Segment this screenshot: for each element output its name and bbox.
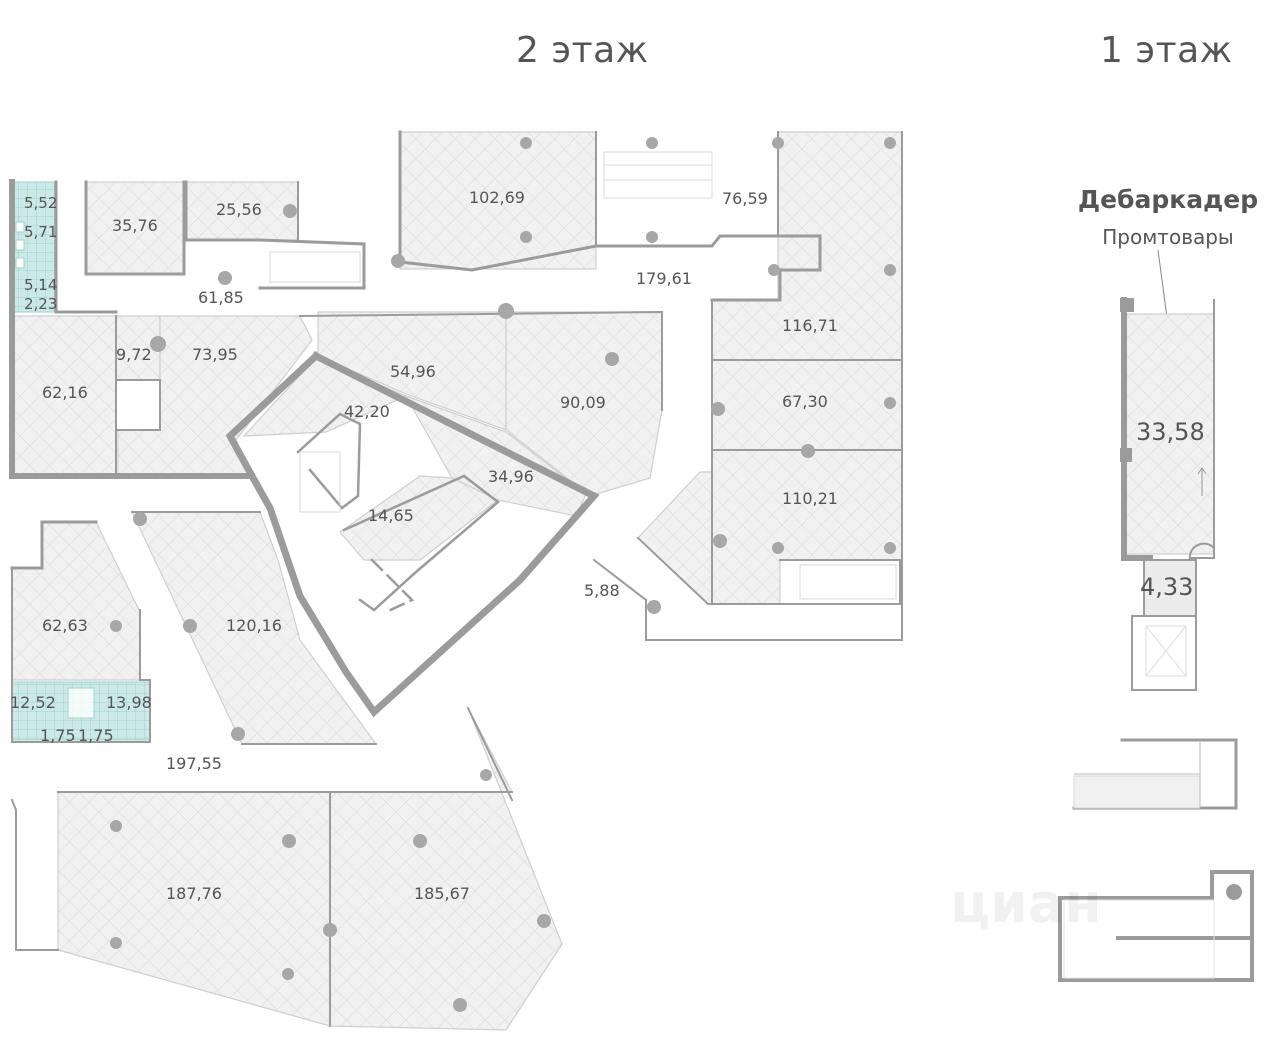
floor2-header: 2 этаж [516, 30, 649, 71]
unit-187-76[interactable] [57, 791, 331, 1027]
floor2-walls [9, 130, 903, 1027]
unit-67-30[interactable] [711, 359, 903, 451]
unit-54-96[interactable] [317, 311, 507, 431]
area-label: 25,56 [216, 200, 262, 219]
area-label: 62,63 [42, 616, 88, 635]
area-label: 54,96 [390, 362, 436, 381]
area-label: 13,98 [106, 693, 152, 712]
area-label: 12,52 [10, 693, 56, 712]
area-label: 187,76 [166, 884, 222, 903]
wc-fixtures [15, 221, 95, 719]
unit-4-33[interactable] [1143, 559, 1197, 617]
area-label: 34,96 [488, 467, 534, 486]
area-label: 42,20 [344, 402, 390, 421]
unit-102-69[interactable] [399, 131, 597, 270]
area-label: 197,55 [166, 754, 222, 773]
area-label: 179,61 [636, 269, 692, 288]
unit-title: Дебаркадер [1077, 185, 1259, 214]
area-label: 5,14 [24, 276, 57, 294]
area-label: 185,67 [414, 884, 470, 903]
unit-185-67[interactable] [329, 707, 563, 1031]
floor2-columns [110, 137, 896, 1012]
area-label: 5,71 [24, 223, 57, 241]
area-label: 33,58 [1136, 418, 1205, 446]
floor1-header: 1 этаж [1100, 30, 1233, 71]
watermark: циан [950, 872, 1102, 935]
area-label: 14,65 [368, 506, 414, 525]
area-label: 90,09 [560, 393, 606, 412]
area-label: 110,21 [782, 489, 838, 508]
unit-pointer-line [1157, 249, 1169, 326]
unit-33-58[interactable] [1125, 313, 1215, 555]
area-label: 4,33 [1140, 573, 1193, 601]
unit-62-63[interactable] [11, 521, 141, 681]
area-label: 116,71 [782, 316, 838, 335]
floor1-plan: 33,58 4,33 [1058, 249, 1254, 982]
area-label: 1,75 [40, 726, 76, 745]
area-label: 9,72 [116, 345, 152, 364]
unit-25-56[interactable] [185, 181, 299, 241]
area-label: 73,95 [192, 345, 238, 364]
area-label: 61,85 [198, 288, 244, 307]
area-label: 5,52 [24, 194, 57, 212]
area-label: 1,75 [78, 726, 114, 745]
area-label: 120,16 [226, 616, 282, 635]
area-label: 62,16 [42, 383, 88, 402]
area-label: 5,88 [584, 581, 620, 600]
area-label: 67,30 [782, 392, 828, 411]
unit-62-16[interactable] [11, 315, 117, 477]
unit-subtitle: Промтовары [1102, 225, 1234, 249]
area-label: 2,23 [24, 295, 57, 313]
area-label: 102,69 [469, 188, 525, 207]
unit-35-76[interactable] [85, 181, 185, 275]
floor2-labels: 5,52 5,71 5,14 2,23 35,76 25,56 102,69 7… [10, 188, 838, 903]
unit-14-65[interactable] [339, 475, 500, 561]
unit-110-21[interactable] [637, 449, 903, 605]
area-label: 76,59 [722, 189, 768, 208]
area-label: 35,76 [112, 216, 158, 235]
floor2-stairs [269, 151, 897, 600]
